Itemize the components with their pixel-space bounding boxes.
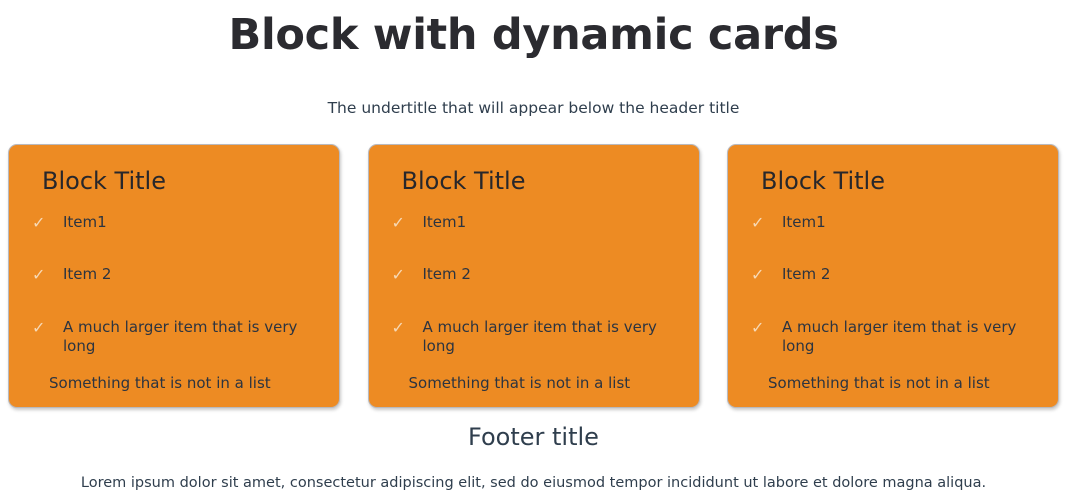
list-item[interactable]: ✓ Item 2 <box>23 265 325 285</box>
check-icon: ✓ <box>751 265 765 285</box>
list-item-label: A much larger item that is very long <box>422 317 657 356</box>
card-list: ✓ Item1 ✓ Item 2 ✓ A much larger item th… <box>742 196 1044 357</box>
list-item[interactable]: ✓ Item 2 <box>383 265 685 285</box>
card[interactable]: Block Title ✓ Item1 ✓ Item 2 ✓ A much la… <box>727 143 1059 409</box>
list-item[interactable]: ✓ Item 2 <box>742 265 1044 285</box>
check-icon: ✓ <box>751 317 765 337</box>
list-item-label: A much larger item that is very long <box>782 317 1017 356</box>
page-title: Block with dynamic cards <box>228 10 839 60</box>
card[interactable]: Block Title ✓ Item1 ✓ Item 2 ✓ A much la… <box>367 143 700 409</box>
list-item[interactable]: ✓ Item1 <box>23 213 325 233</box>
card-note: Something that is not in a list <box>49 373 271 392</box>
cards-row: Block Title ✓ Item1 ✓ Item 2 ✓ A much la… <box>8 119 1059 409</box>
list-item-label: A much larger item that is very long <box>63 317 298 356</box>
card-title: Block Title <box>401 166 526 195</box>
page-subtitle: The undertitle that will appear below th… <box>327 99 740 118</box>
list-item-label: Item1 <box>63 212 107 231</box>
card-list: ✓ Item1 ✓ Item 2 ✓ A much larger item th… <box>23 196 325 357</box>
card-list: ✓ Item1 ✓ Item 2 ✓ A much larger item th… <box>383 196 685 357</box>
card-note: Something that is not in a list <box>408 373 631 392</box>
footer-text: Lorem ipsum dolor sit amet, consectetur … <box>80 475 987 492</box>
footer-title: Footer title <box>468 423 599 452</box>
check-icon: ✓ <box>391 265 405 285</box>
list-item[interactable]: ✓ A much larger item that is very long <box>23 318 325 357</box>
check-icon: ✓ <box>751 212 765 232</box>
list-item[interactable]: ✓ Item1 <box>742 213 1044 233</box>
list-item-label: Item1 <box>782 212 826 231</box>
list-item-label: Item 2 <box>422 265 471 284</box>
list-item[interactable]: ✓ Item1 <box>383 213 685 233</box>
check-icon: ✓ <box>391 317 405 337</box>
list-item[interactable]: ✓ A much larger item that is very long <box>383 318 685 357</box>
card-note: Something that is not in a list <box>768 373 990 392</box>
card-title: Block Title <box>42 166 166 195</box>
page-footer: Footer title Lorem ipsum dolor sit amet,… <box>0 408 1067 493</box>
check-icon: ✓ <box>32 212 46 232</box>
list-item-label: Item 2 <box>782 265 831 284</box>
list-item-label: Item 2 <box>63 265 112 284</box>
check-icon: ✓ <box>32 265 46 285</box>
page-header: Block with dynamic cards The undertitle … <box>0 0 1067 119</box>
card[interactable]: Block Title ✓ Item1 ✓ Item 2 ✓ A much la… <box>8 143 340 409</box>
check-icon: ✓ <box>32 317 46 337</box>
list-item-label: Item1 <box>422 212 467 231</box>
check-icon: ✓ <box>391 212 405 232</box>
card-title: Block Title <box>761 166 885 195</box>
list-item[interactable]: ✓ A much larger item that is very long <box>742 318 1044 357</box>
